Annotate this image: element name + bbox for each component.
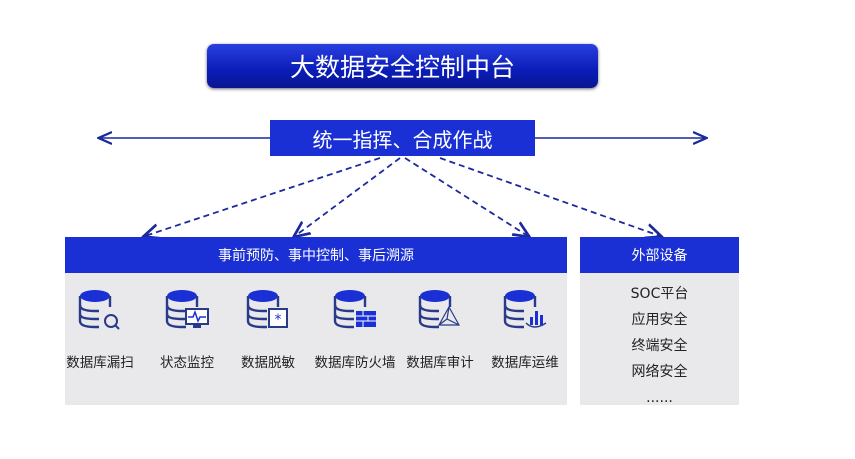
tool-label: 状态监控 bbox=[160, 355, 214, 371]
dashed-arrow bbox=[404, 157, 528, 236]
tool-item: 数据库审计 bbox=[397, 287, 483, 371]
svg-text:*: * bbox=[275, 312, 282, 328]
command-box: 统一指挥、合成作战 bbox=[270, 120, 535, 156]
database-mask-icon: * bbox=[246, 290, 288, 329]
device-item: 应用安全 bbox=[631, 312, 688, 328]
dashed-arrow bbox=[439, 157, 660, 236]
platform-title: 大数据安全控制中台 bbox=[207, 44, 598, 88]
database-bug-scan-icon bbox=[78, 290, 120, 330]
tool-item: 状态监控 bbox=[144, 287, 230, 371]
dashed-arrow bbox=[295, 157, 401, 236]
tool-label: 数据库审计 bbox=[406, 355, 474, 371]
database-audit-icon bbox=[418, 290, 461, 329]
device-item: ...... bbox=[646, 390, 673, 406]
database-ops-icon bbox=[503, 290, 547, 329]
dashed-arrow bbox=[145, 157, 381, 236]
database-monitor-icon bbox=[165, 290, 209, 329]
internal-tools-panel: 事前预防、事中控制、事后溯源 数据库漏扫 状态监控 * 数据脱敏 数据库防火墙数据库审计… bbox=[65, 237, 567, 405]
device-item: 网络安全 bbox=[631, 364, 688, 380]
panel-header: 事前预防、事中控制、事后溯源 bbox=[65, 237, 567, 273]
database-firewall-icon bbox=[333, 290, 376, 329]
tool-item: 数据库运维 bbox=[482, 287, 568, 371]
tool-label: 数据库运维 bbox=[491, 355, 559, 371]
tool-label: 数据库防火墙 bbox=[314, 355, 396, 371]
external-devices-panel: 外部设备 SOC平台 应用安全 终端安全 网络安全 ...... bbox=[580, 237, 739, 406]
tool-label: 数据脱敏 bbox=[241, 355, 295, 371]
tool-item: 数据库防火墙 bbox=[312, 287, 398, 371]
device-item: SOC平台 bbox=[630, 286, 689, 302]
tool-label: 数据库漏扫 bbox=[66, 355, 134, 371]
tool-item: * 数据脱敏 bbox=[225, 287, 311, 371]
device-item: 终端安全 bbox=[631, 338, 688, 354]
tool-item: 数据库漏扫 bbox=[57, 287, 143, 371]
panel-header: 外部设备 bbox=[580, 237, 739, 273]
